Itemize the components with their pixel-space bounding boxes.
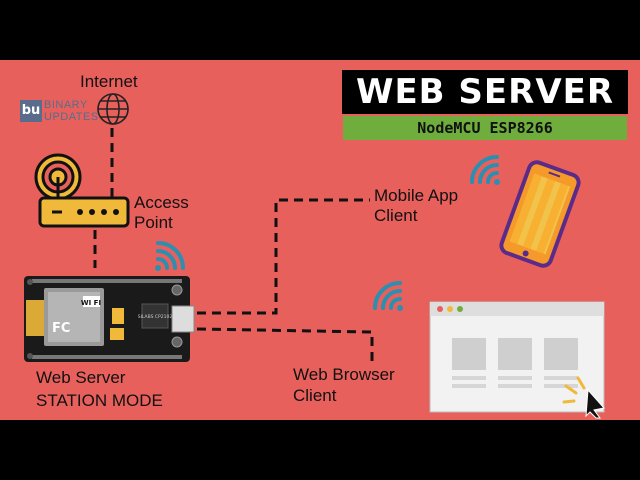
wifi-icon xyxy=(373,281,403,311)
wifi-icon xyxy=(155,241,185,271)
connection-lines xyxy=(93,128,374,362)
wifi-badge-text: WI FI xyxy=(81,299,101,307)
board-to-browser-line xyxy=(196,327,374,362)
web-server-label-line2: STATION MODE xyxy=(36,391,163,410)
diagram-canvas: bu BINARY UPDATES WEB SERVER NodeMCU ESP… xyxy=(0,60,640,420)
board-to-mobile-line xyxy=(197,198,370,315)
access-point-label-line1: Access xyxy=(134,193,189,212)
brand-logo-mark: bu xyxy=(20,100,42,122)
internet-label: Internet xyxy=(80,72,138,91)
click-burst-icon xyxy=(562,376,605,419)
chip-label-text: SILABS CP2102 xyxy=(138,314,173,320)
nodemcu-board-icon: WI FI FC SILABS CP2102 xyxy=(24,276,195,362)
browser-window-icon xyxy=(429,301,605,413)
globe-icon xyxy=(97,93,129,125)
web-server-label-line1: Web Server xyxy=(36,368,126,387)
browser-client-label-line1: Web Browser xyxy=(293,365,395,384)
brand-name-line2: UPDATES xyxy=(44,111,99,123)
browser-client-label-line2: Client xyxy=(293,386,337,405)
page-subtitle: NodeMCU ESP8266 xyxy=(343,116,627,140)
diagram-graphics: WI FI FC SILABS CP2102 xyxy=(24,93,605,419)
page-title: WEB SERVER xyxy=(342,70,628,114)
brand-name-line1: BINARY xyxy=(44,99,88,111)
router-icon xyxy=(34,153,130,228)
smartphone-icon xyxy=(499,160,581,268)
wifi-icon xyxy=(470,155,500,185)
mobile-client-label-line1: Mobile App xyxy=(374,186,459,205)
access-point-label-line2: Point xyxy=(134,213,173,232)
fc-mark-text: FC xyxy=(52,321,70,336)
mobile-client-label-line2: Client xyxy=(374,206,418,225)
